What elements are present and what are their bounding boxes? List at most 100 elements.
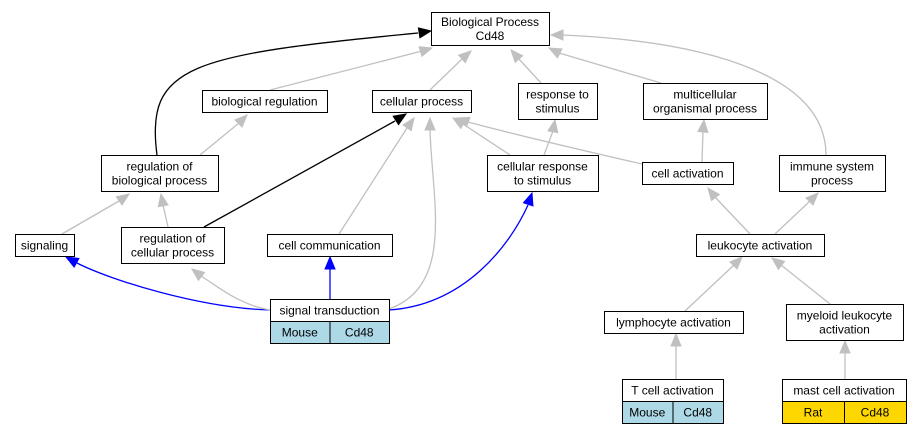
edge-cellular-process-to-root <box>429 50 472 91</box>
node-label: stimulus <box>535 102 579 116</box>
arrowhead-icon <box>234 114 248 128</box>
arrowhead-icon <box>157 192 169 208</box>
edge-line <box>517 57 542 84</box>
node-box <box>15 234 75 257</box>
edge-myeloid-leukocyte-activation-to-leukocyte-activation <box>770 257 831 305</box>
node-label: cellular response <box>497 160 588 174</box>
node-label: cell communication <box>278 239 380 253</box>
node-label: leukocyte activation <box>708 239 813 253</box>
arrowhead-icon <box>697 118 709 133</box>
edge-line <box>714 196 751 235</box>
edge-line <box>61 200 120 235</box>
gene-label: Cd48 <box>683 406 712 420</box>
edge-signal-transduction-to-regulation-of-cellular-process <box>190 268 271 311</box>
arrowhead-icon <box>324 255 336 270</box>
edge-t-cell-activation-to-lymphocyte-activation <box>670 332 682 379</box>
edge-line <box>543 130 554 156</box>
gene-label: Cd48 <box>861 406 890 420</box>
node-label: organismal process <box>653 102 757 116</box>
node-label: biological process <box>112 174 207 188</box>
node-label: signaling <box>21 239 68 253</box>
arrowhead-icon <box>547 47 563 59</box>
species-label: Mouse <box>629 406 665 420</box>
edge-line <box>203 120 396 228</box>
node-biological-regulation[interactable]: biological regulation <box>202 90 328 113</box>
edge-biological-regulation-to-root <box>269 46 434 91</box>
edge-line <box>338 127 408 235</box>
species-cell <box>329 321 390 344</box>
edge-line <box>558 52 662 84</box>
node-label: multicellular <box>673 88 736 102</box>
node-box <box>101 155 219 192</box>
node-box <box>121 227 225 264</box>
edge-line <box>467 121 643 165</box>
edge-line <box>388 129 437 310</box>
edge-cellular-response-to-stimulus-to-cellular-process <box>451 117 511 156</box>
node-box <box>267 234 393 257</box>
node-box <box>518 83 598 120</box>
species-cell <box>844 401 907 424</box>
node-label: myeloid leukocyte <box>797 309 893 323</box>
node-label: signal transduction <box>279 304 379 318</box>
node-cellular-process[interactable]: cellular process <box>372 90 472 113</box>
edge-line <box>199 122 240 156</box>
node-box <box>786 304 904 341</box>
edge-layer <box>61 27 851 379</box>
arrowhead-icon <box>424 116 436 131</box>
arrowhead-icon <box>510 49 524 64</box>
node-signaling[interactable]: signaling <box>15 234 75 257</box>
edge-cell-communication-to-cellular-process <box>338 116 415 235</box>
edge-response-to-stimulus-to-root <box>510 49 542 84</box>
node-box <box>372 90 472 113</box>
node-label: regulation of <box>126 160 193 174</box>
edge-signal-transduction-to-cellular-process <box>388 116 437 310</box>
node-cell-activation[interactable]: cell activation <box>642 162 734 185</box>
edge-regulation-of-cellular-process-to-regulation-of-biological-process <box>157 192 169 228</box>
node-box <box>696 234 825 257</box>
node-box <box>643 83 768 120</box>
edge-cell-activation-to-cellular-process <box>455 116 643 165</box>
node-label: activation <box>819 323 870 337</box>
node-label: cellular process <box>131 246 214 260</box>
node-label: cellular process <box>380 95 463 109</box>
edge-line <box>684 264 735 312</box>
node-box <box>431 12 550 46</box>
node-cell-communication[interactable]: cell communication <box>267 234 393 257</box>
node-leukocyte-activation[interactable]: leukocyte activation <box>696 234 825 257</box>
arrowhead-icon <box>707 186 721 202</box>
arrowhead-icon <box>549 29 564 41</box>
edge-multicellular-organismal-process-to-root <box>547 47 662 84</box>
arrowhead-icon <box>115 193 131 206</box>
edge-line <box>462 123 511 156</box>
arrowhead-icon <box>455 116 471 128</box>
edge-cellular-response-to-stimulus-to-response-to-stimulus <box>543 118 559 156</box>
node-label: to stimulus <box>514 174 571 188</box>
edge-line <box>162 204 169 228</box>
node-label: biological regulation <box>211 95 317 109</box>
species-cell <box>672 401 724 424</box>
node-label: response to <box>526 88 589 102</box>
node-box <box>604 311 744 334</box>
arrowhead-icon <box>392 113 408 126</box>
arrowhead-icon <box>770 257 786 271</box>
node-label: T cell activation <box>631 384 713 398</box>
node-label: immune system <box>790 160 874 174</box>
node-label: Biological Process <box>441 15 539 29</box>
node-label: mast cell activation <box>793 384 894 398</box>
node-lymphocyte-activation[interactable]: lymphocyte activation <box>604 311 744 334</box>
node-label: process <box>811 174 853 188</box>
gene-label: Cd48 <box>345 326 374 340</box>
edge-mast-cell-activation-to-myeloid-leukocyte-activation <box>839 339 851 379</box>
